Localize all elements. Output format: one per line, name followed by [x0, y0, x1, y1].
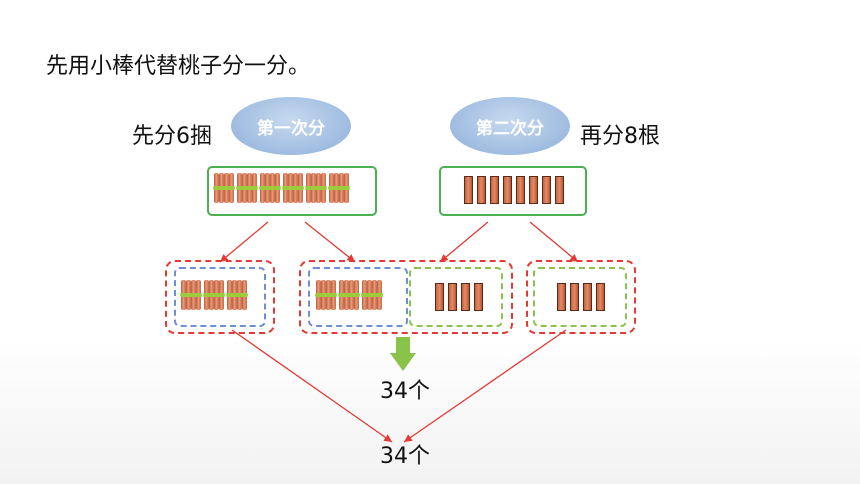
single-stick-icon: [448, 283, 457, 311]
bundles-row: [213, 173, 352, 203]
title: 先用小棒代替桃子分一分。: [46, 54, 311, 79]
left-label: 先分6捆: [132, 124, 212, 149]
arrow-sticks-to-b: [439, 221, 489, 263]
stick-bundle-icon: [328, 173, 350, 203]
arrow-a-to-result: [231, 329, 393, 443]
sticks-row: [462, 176, 566, 204]
arrow-c-to-result: [403, 329, 567, 443]
group-c-sticks: [555, 283, 607, 311]
group-b-blue-box: [308, 267, 408, 327]
group-b-red-box: [299, 260, 513, 334]
result-bottom: 34个: [380, 444, 430, 469]
single-stick-icon: [435, 283, 444, 311]
stick-bundle-icon: [180, 280, 202, 310]
single-stick-icon: [474, 283, 483, 311]
stick-bundle-icon: [305, 173, 327, 203]
single-stick-icon: [596, 283, 605, 311]
stick-bundle-icon: [259, 173, 281, 203]
stage1-ellipse: 第一次分: [231, 97, 351, 155]
stick-bundle-icon: [282, 173, 304, 203]
stick-bundle-icon: [315, 280, 337, 310]
group-b-green-box: [409, 267, 503, 327]
arrow-bundles-to-a: [219, 221, 269, 263]
single-stick-icon: [542, 176, 551, 204]
group-b-bundles: [315, 280, 385, 310]
single-stick-icon: [516, 176, 525, 204]
group-b-sticks: [433, 283, 485, 311]
stick-bundle-icon: [226, 280, 248, 310]
single-stick-icon: [464, 176, 473, 204]
single-stick-icon: [490, 176, 499, 204]
right-label: 再分8根: [580, 124, 660, 149]
group-a-blue-box: [174, 267, 266, 327]
single-stick-icon: [555, 176, 564, 204]
group-a-bundles: [180, 280, 250, 310]
single-stick-icon: [570, 283, 579, 311]
stick-bundle-icon: [236, 173, 258, 203]
single-stick-icon: [477, 176, 486, 204]
arrow-bundles-to-b: [304, 221, 356, 263]
stick-bundle-icon: [203, 280, 225, 310]
result-middle: 34个: [380, 379, 430, 404]
group-c-red-box: [526, 260, 636, 334]
single-stick-icon: [529, 176, 538, 204]
stick-bundle-icon: [213, 173, 235, 203]
down-arrow-icon: [390, 337, 416, 371]
single-stick-icon: [583, 283, 592, 311]
stick-bundle-icon: [338, 280, 360, 310]
stage2-ellipse: 第二次分: [450, 97, 570, 155]
single-stick-icon: [557, 283, 566, 311]
single-stick-icon: [503, 176, 512, 204]
single-stick-icon: [461, 283, 470, 311]
arrow-sticks-to-c: [529, 221, 579, 263]
stick-bundle-icon: [361, 280, 383, 310]
group-c-green-box: [533, 267, 627, 327]
